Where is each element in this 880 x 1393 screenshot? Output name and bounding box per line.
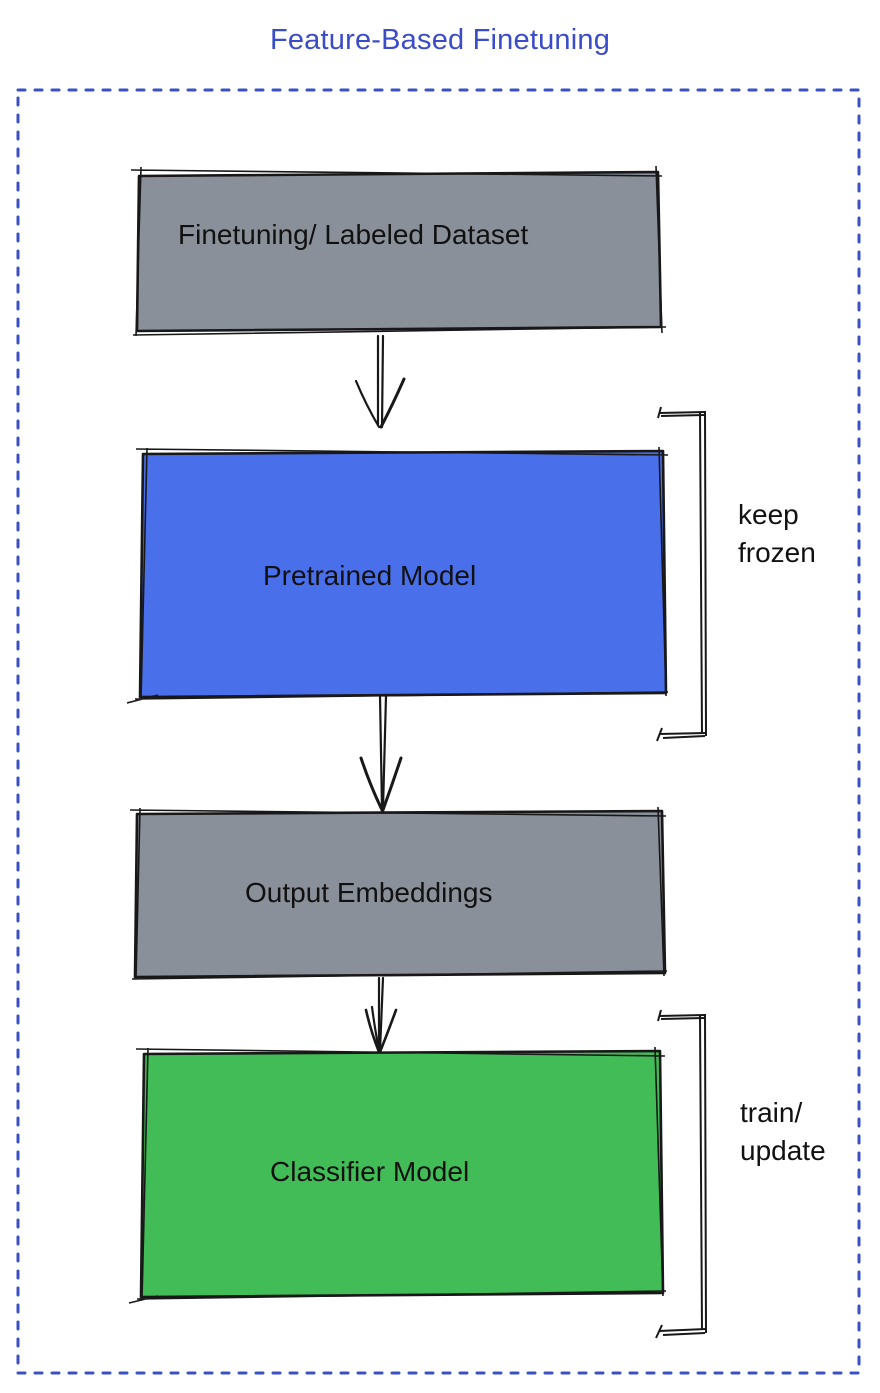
output-embeddings-rect [133, 809, 667, 979]
diagram-title: Feature-Based Finetuning [269, 24, 611, 56]
classifier-model-label: Classifier Model [270, 1156, 470, 1187]
output-embeddings-label: Output Embeddings [245, 877, 493, 908]
train-update-bracket [655, 1009, 707, 1339]
finetuning-dataset-sketch-lines [130, 165, 667, 337]
pretrained-model-sketch-lines [126, 446, 669, 704]
keep-frozen-bracket [656, 406, 707, 742]
classifier-model-sketch-lines [128, 1046, 667, 1304]
finetuning-dataset-label: Finetuning/ Labeled Dataset [178, 219, 529, 250]
diagram-boundary [16, 88, 861, 1375]
node-output-embeddings-box [129, 806, 668, 980]
keep-frozen-annotation: keep frozen [738, 499, 816, 568]
node-pretrained-model-box [126, 446, 669, 704]
pretrained-model-label: Pretrained Model [263, 560, 477, 591]
finetuning-dataset-rect [135, 170, 663, 333]
arrow-embeddings-to-classifier-icon [364, 976, 398, 1054]
arrow-dataset-to-pretrained-icon [354, 334, 406, 429]
output-embeddings-sketch-lines [129, 806, 668, 980]
train-update-annotation: train/ update [740, 1097, 826, 1166]
arrow-pretrained-to-embeddings-icon [359, 694, 403, 812]
node-classifier-model-box [128, 1046, 667, 1304]
node-finetuning-dataset-box [130, 165, 667, 337]
